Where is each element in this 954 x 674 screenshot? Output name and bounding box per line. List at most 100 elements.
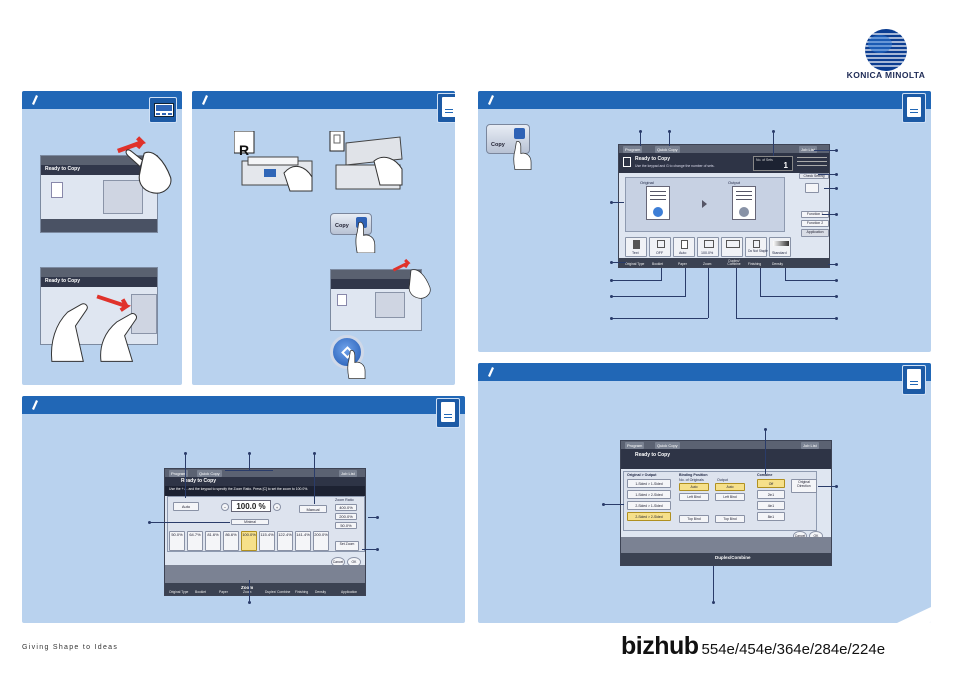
- zoom-button[interactable]: 100.0%: [697, 237, 719, 257]
- document-badge: [902, 93, 926, 123]
- duplex-option-button[interactable]: 1-Sided > 1-Sided: [627, 479, 671, 488]
- zoom-minus-button[interactable]: −: [221, 503, 229, 511]
- panel-basic-copy: R Copy: [192, 91, 455, 385]
- num-sets-label: No. of Sets: [756, 158, 773, 162]
- tab-program[interactable]: Program: [625, 442, 645, 449]
- panel-header: [478, 91, 931, 109]
- copy-button[interactable]: Copy: [486, 124, 530, 154]
- tab-job-list[interactable]: Job List: [799, 146, 817, 153]
- duplex-option-button-selected[interactable]: 2-Sided > 2-Sided: [627, 512, 671, 521]
- brand-logo: KONICA MINOLTA: [836, 28, 936, 80]
- keypad: [103, 180, 143, 214]
- combine-8in1-button[interactable]: 8in1: [757, 512, 785, 521]
- original-preview: [646, 186, 670, 220]
- status-info: [797, 156, 829, 171]
- original-type-button[interactable]: Text: [625, 237, 647, 257]
- zoom-ratio-400[interactable]: 400.0%: [335, 504, 357, 511]
- zoom-icon: [704, 240, 714, 248]
- duplex-option-button[interactable]: 2-Sided > 1-Sided: [627, 501, 671, 510]
- document-icon: [907, 97, 921, 117]
- copy-button-label: Copy: [491, 142, 505, 148]
- zoom-ratio-50[interactable]: 50.0%: [335, 522, 357, 529]
- booklet-button[interactable]: OFF: [649, 237, 671, 257]
- duplex-option-button[interactable]: 1-Sided > 2-Sided: [627, 490, 671, 499]
- pencil-icon: [32, 400, 38, 410]
- copy-button-label: Copy: [335, 223, 349, 229]
- touch-screen-keypad: [330, 269, 422, 331]
- output-tray-button[interactable]: [805, 183, 819, 193]
- text-type-icon: [633, 240, 640, 249]
- finger-press-icon: [513, 141, 532, 171]
- auto-zoom-button[interactable]: Auto: [173, 502, 199, 511]
- no-of-originals-label: No. of Originals: [679, 478, 704, 482]
- control-panel-badge: [149, 97, 177, 123]
- tab-program[interactable]: Program: [623, 146, 643, 153]
- original-preview: [337, 294, 347, 306]
- screen-title: Ready to Copy: [635, 452, 671, 458]
- output-label: Output: [728, 180, 741, 185]
- corner-fold: [897, 607, 931, 623]
- tab-job-list[interactable]: Job List: [339, 470, 357, 477]
- num-sets-field: No. of Sets 1: [753, 156, 793, 171]
- combine-off-button[interactable]: Off: [757, 479, 785, 488]
- tab-quick-copy[interactable]: Quick Copy: [197, 470, 222, 477]
- staple-icon: [753, 240, 760, 248]
- document-icon: [907, 369, 921, 389]
- binding-left-original[interactable]: Left Bind: [679, 493, 709, 501]
- tab-quick-copy[interactable]: Quick Copy: [655, 146, 680, 153]
- adf-machine-icon: [234, 131, 313, 192]
- binding-auto-original[interactable]: Auto: [679, 483, 709, 491]
- panel-header: [478, 363, 931, 381]
- document-icon: [441, 402, 455, 422]
- output-preview: [732, 186, 756, 220]
- preset-ratio-button[interactable]: 86.6%: [223, 531, 239, 551]
- duplex-combine-button[interactable]: [721, 237, 743, 257]
- platen-machine-icon: [329, 131, 403, 190]
- duplex-caption: Duplex/Combine: [715, 555, 751, 560]
- check-setting-button[interactable]: Check Setting: [799, 173, 829, 179]
- preset-ratio-button[interactable]: 200.0%: [313, 531, 329, 551]
- zoom-ratio-200[interactable]: 200.0%: [335, 513, 357, 520]
- zoom-ratio-label: Zoom Ratio: [335, 498, 354, 502]
- copy-status-icon: [623, 157, 631, 167]
- minimal-button[interactable]: Minimal: [231, 519, 269, 525]
- zoom-caption: Zoom: [241, 585, 254, 590]
- finishing-button[interactable]: Do Not Staple: [745, 237, 768, 257]
- num-sets-value: 1: [783, 161, 788, 170]
- combine-2in1-button[interactable]: 2in1: [757, 490, 785, 499]
- panel-header: [192, 91, 455, 109]
- manual-button[interactable]: Manual: [299, 505, 327, 513]
- preset-ratio-button[interactable]: 141.4%: [295, 531, 311, 551]
- preset-ratio-button[interactable]: 115.4%: [259, 531, 275, 551]
- combine-4in1-button[interactable]: 4in1: [757, 501, 785, 510]
- tab-program[interactable]: Program: [169, 470, 189, 477]
- preset-ratio-button[interactable]: 64.7%: [187, 531, 203, 551]
- preset-ratio-button[interactable]: 81.6%: [205, 531, 221, 551]
- application-button[interactable]: Application: [801, 229, 829, 237]
- zoom-plus-button[interactable]: +: [273, 503, 281, 511]
- company-name: KONICA MINOLTA: [846, 70, 926, 80]
- binding-top-original[interactable]: Top Bind: [679, 515, 709, 523]
- paper-button[interactable]: Auto: [673, 237, 695, 257]
- preset-ratio-button-selected[interactable]: 100.0%: [241, 531, 257, 551]
- paper-icon: [681, 240, 688, 249]
- binding-top-output[interactable]: Top Bind: [715, 515, 745, 523]
- hand-swipe-icon: [392, 258, 431, 299]
- function-2-button[interactable]: Function 2: [801, 220, 829, 227]
- tab-job-list[interactable]: Job List: [801, 442, 819, 449]
- set-zoom-button[interactable]: Set Zoom: [335, 541, 359, 551]
- binding-left-output[interactable]: Left Bind: [715, 493, 745, 501]
- control-panel-icon: [154, 103, 174, 117]
- preset-ratio-button[interactable]: 122.4%: [277, 531, 293, 551]
- binding-auto-output[interactable]: Auto: [715, 483, 745, 491]
- original-output-label: Original > Output: [627, 473, 657, 477]
- original-direction-button[interactable]: Original Direction: [791, 479, 817, 493]
- density-icon: [773, 241, 789, 246]
- panel-header: [22, 91, 182, 109]
- preset-ratio-button[interactable]: 50.0%: [169, 531, 185, 551]
- document-icon: [442, 97, 455, 117]
- document-badge: [437, 93, 455, 123]
- tab-quick-copy[interactable]: Quick Copy: [655, 442, 680, 449]
- density-button[interactable]: Standard: [769, 237, 791, 257]
